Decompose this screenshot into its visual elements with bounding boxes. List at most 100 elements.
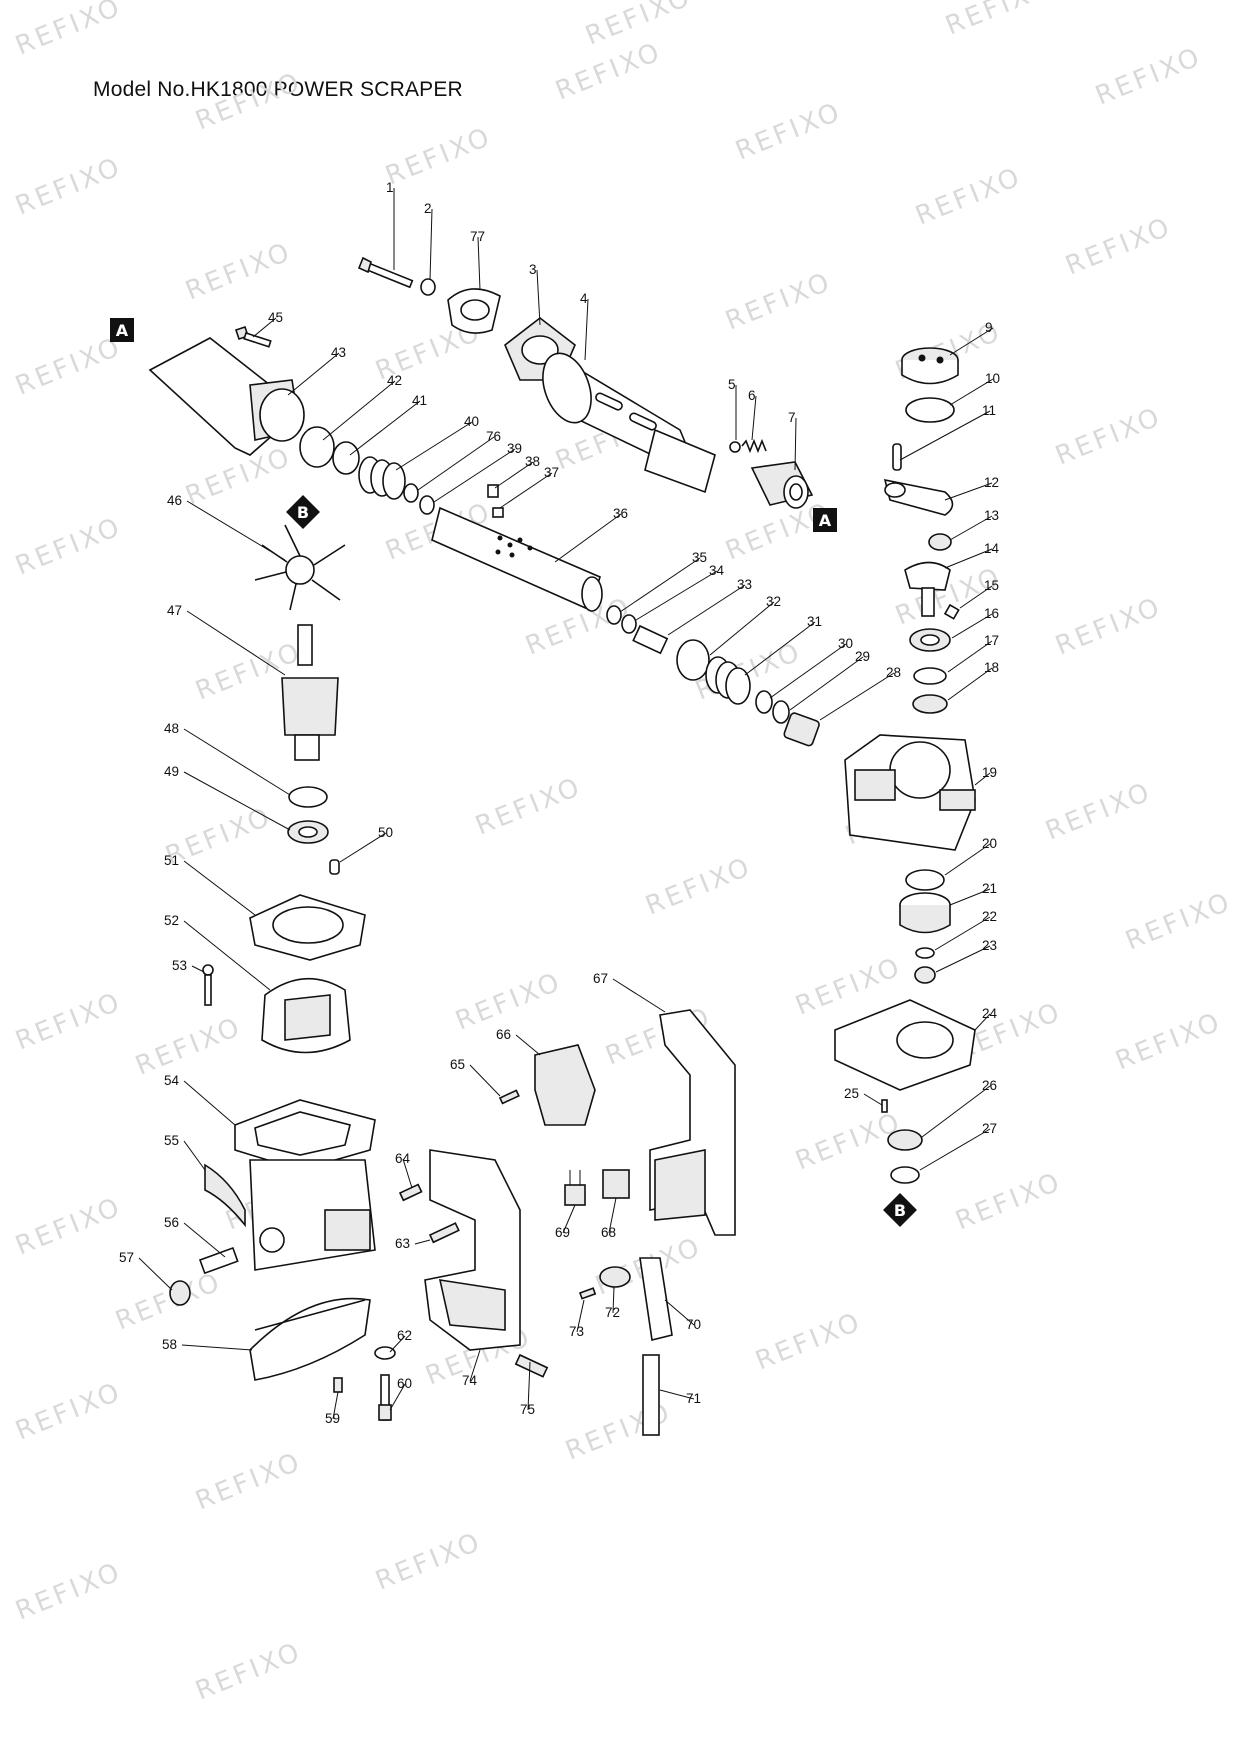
washer-part-32 — [676, 639, 710, 681]
leader-line-70 — [664, 1299, 695, 1326]
part-number-label: 12 — [984, 475, 999, 490]
leader-line-19 — [974, 772, 991, 786]
assembly-marker-b: B — [286, 495, 320, 529]
watermark-text: REFIXO — [11, 1557, 126, 1627]
leader-line-14 — [944, 548, 993, 569]
leader-line-26 — [921, 1085, 991, 1138]
noise-suppressor-part-69 — [564, 1170, 586, 1206]
leader-line-59 — [332, 1391, 339, 1420]
part-number-label: 67 — [593, 971, 608, 986]
part-number-label: 29 — [855, 649, 870, 664]
leader-line-51 — [183, 860, 256, 916]
part-number-label: 6 — [748, 388, 756, 403]
leader-line-36 — [554, 513, 622, 563]
ring-part-39 — [419, 495, 435, 515]
fan-part-46 — [254, 524, 346, 611]
part-number-label: 4 — [580, 291, 588, 306]
watermark-text: REFIXO — [11, 0, 126, 61]
handle-part-67 — [649, 1009, 736, 1236]
part-number-label: 66 — [496, 1027, 511, 1042]
part-number-label: 33 — [737, 577, 752, 592]
leader-line-58 — [181, 1344, 253, 1351]
watermark-text: REFIXO — [11, 332, 126, 402]
cord-part-71 — [642, 1354, 660, 1436]
capacitor-part-68 — [602, 1169, 630, 1199]
part-number-label: 54 — [164, 1073, 180, 1088]
bearing-part-18 — [912, 694, 948, 714]
part-number-label: 14 — [984, 541, 1000, 556]
leader-line-52 — [183, 920, 271, 991]
leader-line-28 — [819, 672, 895, 721]
part-number-label: 58 — [162, 1337, 177, 1352]
leader-line-25 — [863, 1093, 883, 1106]
part-number-label: 46 — [167, 493, 182, 508]
leader-line-12 — [944, 482, 993, 501]
part-number-label: 2 — [424, 201, 432, 216]
parts-artwork — [148, 256, 976, 1436]
part-number-label: 22 — [982, 909, 997, 924]
leader-line-27 — [919, 1128, 991, 1171]
leader-line-67 — [612, 978, 666, 1013]
leader-line-24 — [974, 1013, 991, 1031]
svg-text:A: A — [116, 321, 129, 340]
leader-line-73 — [576, 1299, 585, 1333]
part-number-label: 68 — [601, 1225, 616, 1240]
part-number-label: 28 — [886, 665, 901, 680]
handle-cover-part-74 — [424, 1149, 521, 1351]
pin-part-50 — [329, 859, 340, 875]
pin-part-25 — [881, 1099, 888, 1113]
part-number-label: 60 — [397, 1376, 412, 1391]
assembly-marker-a: A — [110, 318, 134, 342]
leader-line-17 — [947, 640, 993, 673]
part-number-label: 3 — [529, 262, 537, 277]
leader-line-34 — [635, 570, 718, 621]
cover-part-58 — [249, 1297, 371, 1381]
part-number-label: 24 — [982, 1006, 998, 1021]
ring-part-34 — [621, 614, 637, 634]
part-number-label: 15 — [984, 578, 999, 593]
screw-part-53 — [202, 964, 214, 1006]
part-number-label: 25 — [844, 1086, 859, 1101]
screw-part-56 — [198, 1247, 239, 1275]
part-number-label: 43 — [331, 345, 346, 360]
watermark-text: REFIXO — [731, 97, 846, 167]
watermark-text: REFIXO — [191, 1447, 306, 1517]
leader-line-21 — [949, 888, 991, 906]
part-number-label: 36 — [613, 506, 628, 521]
bearing-part-16 — [909, 628, 951, 652]
screw-part-73 — [578, 1287, 597, 1300]
part-number-label: 13 — [984, 508, 999, 523]
part-number-label: 52 — [164, 913, 179, 928]
leader-line-10 — [949, 378, 994, 406]
part-number-label: 9 — [985, 320, 993, 335]
bearing-part-23 — [914, 966, 936, 984]
leader-line-30 — [769, 643, 847, 699]
page-title: Model No.HK1800 POWER SCRAPER — [93, 78, 463, 101]
leader-line-4 — [584, 298, 589, 361]
leader-line-45 — [252, 317, 277, 338]
assembly-marker-a: A — [813, 508, 837, 532]
screw-part-75 — [514, 1353, 549, 1378]
leader-line-9 — [949, 327, 994, 356]
part-number-label: 42 — [387, 373, 402, 388]
part-number-label: 77 — [470, 229, 485, 244]
part-number-label: 38 — [525, 454, 540, 469]
gear-part-21 — [899, 892, 951, 934]
watermark-text: REFIXO — [911, 162, 1026, 232]
screw-part-63 — [428, 1222, 460, 1244]
ring-part-76 — [403, 483, 419, 503]
baffle-plate-part-51 — [249, 894, 366, 961]
part-number-label: 57 — [119, 1250, 134, 1265]
leader-line-11 — [899, 410, 991, 461]
base-plate-part-24 — [834, 999, 976, 1091]
leader-line-56 — [183, 1222, 226, 1258]
leader-line-31 — [744, 621, 816, 676]
leader-line-60 — [389, 1383, 406, 1411]
leader-line-71 — [659, 1389, 695, 1400]
part-number-label: 16 — [984, 606, 999, 621]
spring-part-31 — [705, 656, 751, 705]
part-number-label: 62 — [397, 1328, 412, 1343]
washer-part-48 — [288, 786, 328, 808]
motor-housing-part-54 — [234, 1099, 376, 1171]
